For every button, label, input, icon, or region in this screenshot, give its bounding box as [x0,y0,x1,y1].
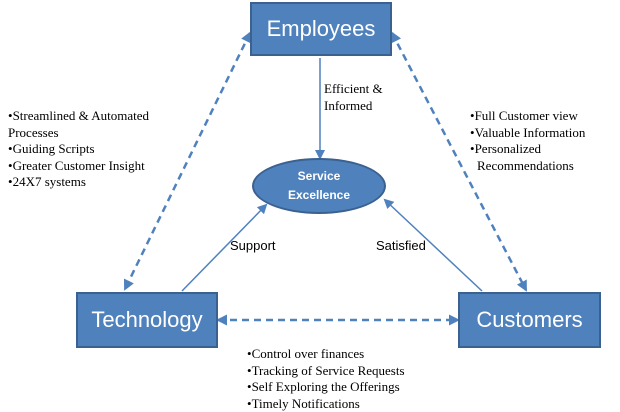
benefit-item-continuation: Processes [8,125,149,142]
technology-node-label: Technology [91,307,202,333]
service-excellence-line-2: Excellence [288,186,350,205]
benefit-item: •Greater Customer Insight [8,158,149,175]
employees-node: Employees [250,2,392,56]
efficient-informed-label: Efficient & Informed [324,81,383,114]
benefit-item: •Self Exploring the Offerings [247,379,405,396]
employees-node-label: Employees [267,16,376,42]
efficient-label: Efficient & [324,81,383,98]
technology-node: Technology [76,292,218,348]
benefit-item: •Valuable Information [470,125,585,142]
customers-node-label: Customers [476,307,582,333]
service-excellence-line-1: Service [298,167,341,186]
customers-node: Customers [458,292,601,348]
benefit-item: •Tracking of Service Requests [247,363,405,380]
benefit-item-continuation: Recommendations [470,158,585,175]
benefit-item: •Full Customer view [470,108,585,125]
benefit-item: •Streamlined & Automated [8,108,149,125]
benefit-item: •Personalized [470,141,585,158]
benefit-item: •Guiding Scripts [8,141,149,158]
employees-customers-benefits: •Full Customer view •Valuable Informatio… [470,108,585,174]
satisfied-label: Satisfied [376,238,426,253]
informed-label: Informed [324,98,383,115]
service-excellence-node: Service Excellence [252,158,386,214]
benefit-item: •Control over finances [247,346,405,363]
benefit-item: •24X7 systems [8,174,149,191]
technology-customers-benefits: •Control over finances •Tracking of Serv… [247,346,405,412]
support-label: Support [230,238,276,253]
technology-employees-benefits: •Streamlined & Automated Processes •Guid… [8,108,149,191]
